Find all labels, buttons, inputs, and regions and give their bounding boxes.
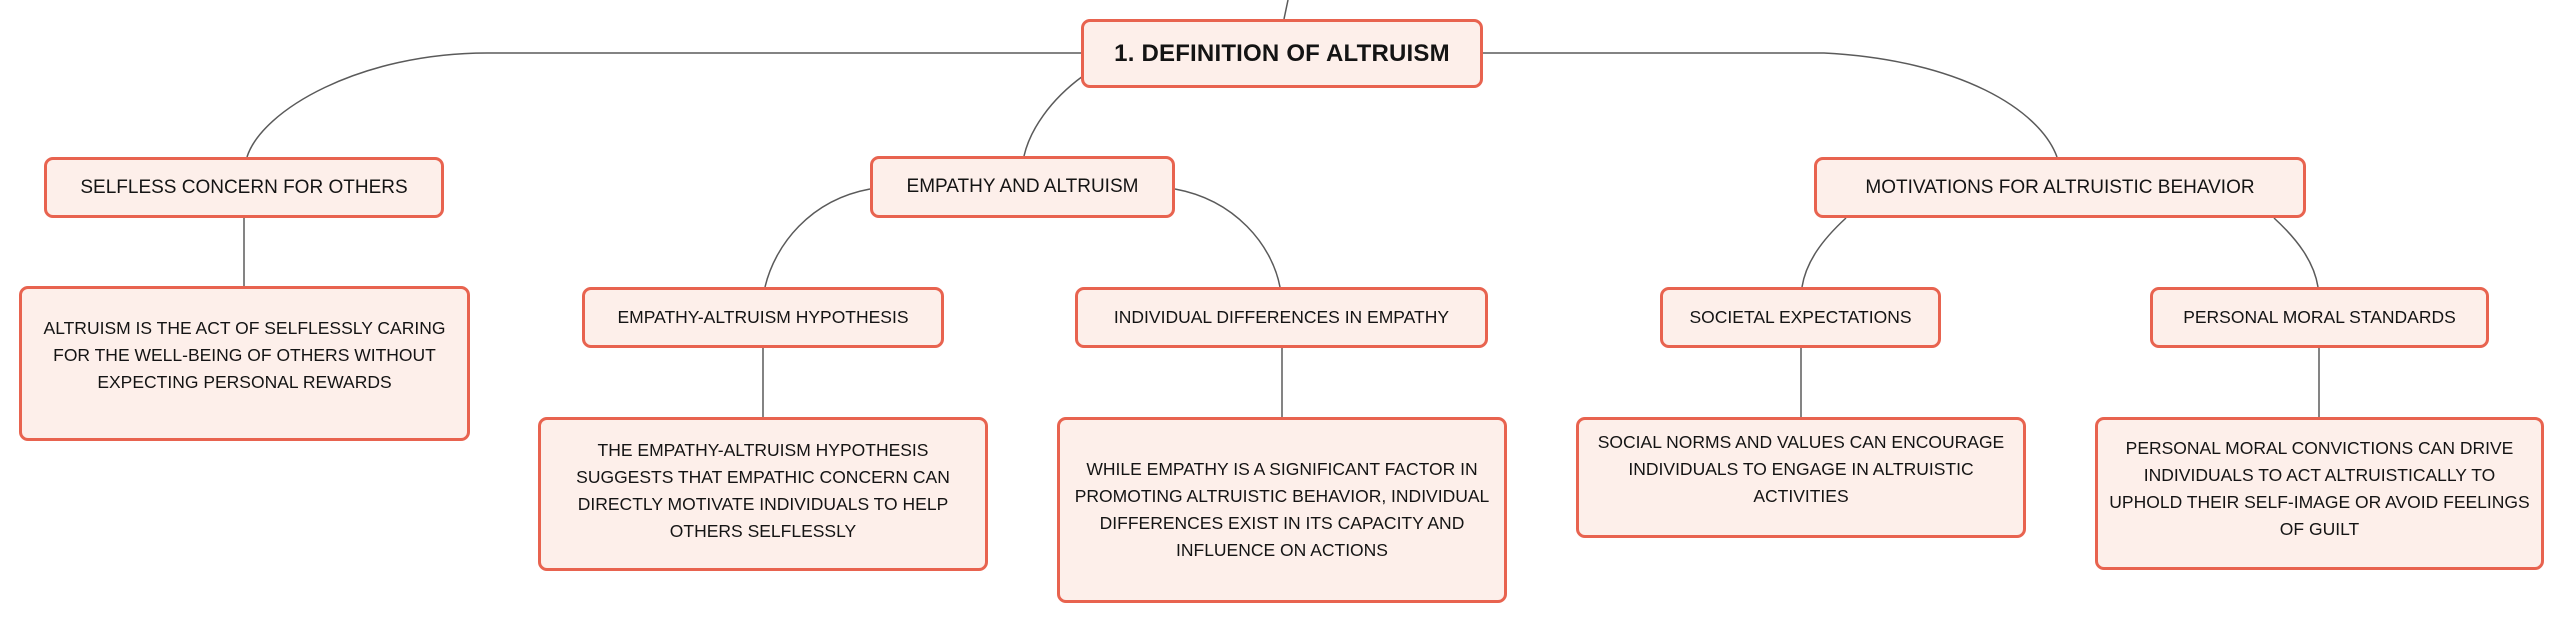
- sub-node-label: INDIVIDUAL DIFFERENCES IN EMPATHY: [1113, 307, 1450, 327]
- branch-node-label: MOTIVATIONS FOR ALTRUISTIC BEHAVIOR: [1865, 176, 2255, 198]
- connector-motivations-to-societal: [1801, 217, 1847, 288]
- sub-node-individual-differences[interactable]: INDIVIDUAL DIFFERENCES IN EMPATHY: [1075, 287, 1488, 348]
- branch-node-motivations[interactable]: MOTIVATIONS FOR ALTRUISTIC BEHAVIOR: [1814, 157, 2306, 218]
- detail-node-text: THE EMPATHY-ALTRUISM HYPOTHESIS SUGGESTS…: [576, 440, 950, 541]
- detail-node-text: WHILE EMPATHY IS A SIGNIFICANT FACTOR IN…: [1074, 459, 1490, 560]
- connector-empathy-to-individual-differences: [1174, 188, 1281, 288]
- branch-node-empathy-and-altruism[interactable]: EMPATHY AND ALTRUISM: [870, 156, 1175, 218]
- connector-motivations-to-personal-moral: [2273, 217, 2319, 288]
- detail-node-individual-differences[interactable]: WHILE EMPATHY IS A SIGNIFICANT FACTOR IN…: [1057, 417, 1507, 603]
- connector-root-to-empathy-and-altruism: [1023, 75, 1084, 157]
- connector-empathy-to-hypothesis: [764, 188, 871, 288]
- detail-node-societal-expectations[interactable]: SOCIAL NORMS AND VALUES CAN ENCOURAGE IN…: [1576, 417, 2026, 538]
- root-node-label: 1. DEFINITION OF ALTRUISM: [1114, 39, 1450, 67]
- root-node[interactable]: 1. DEFINITION OF ALTRUISM: [1081, 19, 1483, 88]
- branch-node-label: SELFLESS CONCERN FOR OTHERS: [80, 176, 408, 198]
- connector-parent-to-root: [1283, 0, 1289, 20]
- connector-root-to-motivations: [1483, 52, 2058, 158]
- sub-node-label: PERSONAL MORAL STANDARDS: [2183, 307, 2456, 327]
- sub-node-empathy-altruism-hypothesis[interactable]: EMPATHY-ALTRUISM HYPOTHESIS: [582, 287, 944, 348]
- detail-node-text: SOCIAL NORMS AND VALUES CAN ENCOURAGE IN…: [1597, 432, 2005, 506]
- branch-node-selfless-concern[interactable]: SELFLESS CONCERN FOR OTHERS: [44, 157, 444, 218]
- detail-node-text: PERSONAL MORAL CONVICTIONS CAN DRIVE IND…: [2109, 437, 2530, 539]
- sub-node-societal-expectations[interactable]: SOCIETAL EXPECTATIONS: [1660, 287, 1941, 348]
- detail-node-text: ALTRUISM IS THE ACT OF SELFLESSLY CARING…: [43, 318, 446, 392]
- detail-node-personal-moral-standards[interactable]: PERSONAL MORAL CONVICTIONS CAN DRIVE IND…: [2095, 417, 2544, 570]
- sub-node-personal-moral-standards[interactable]: PERSONAL MORAL STANDARDS: [2150, 287, 2489, 348]
- branch-node-label: EMPATHY AND ALTRUISM: [906, 176, 1139, 197]
- detail-node-empathy-altruism-hypothesis[interactable]: THE EMPATHY-ALTRUISM HYPOTHESIS SUGGESTS…: [538, 417, 988, 571]
- connector-root-to-selfless-concern: [246, 52, 1081, 158]
- detail-node-selfless-concern[interactable]: ALTRUISM IS THE ACT OF SELFLESSLY CARING…: [19, 286, 470, 441]
- sub-node-label: EMPATHY-ALTRUISM HYPOTHESIS: [617, 307, 909, 327]
- sub-node-label: SOCIETAL EXPECTATIONS: [1689, 307, 1912, 327]
